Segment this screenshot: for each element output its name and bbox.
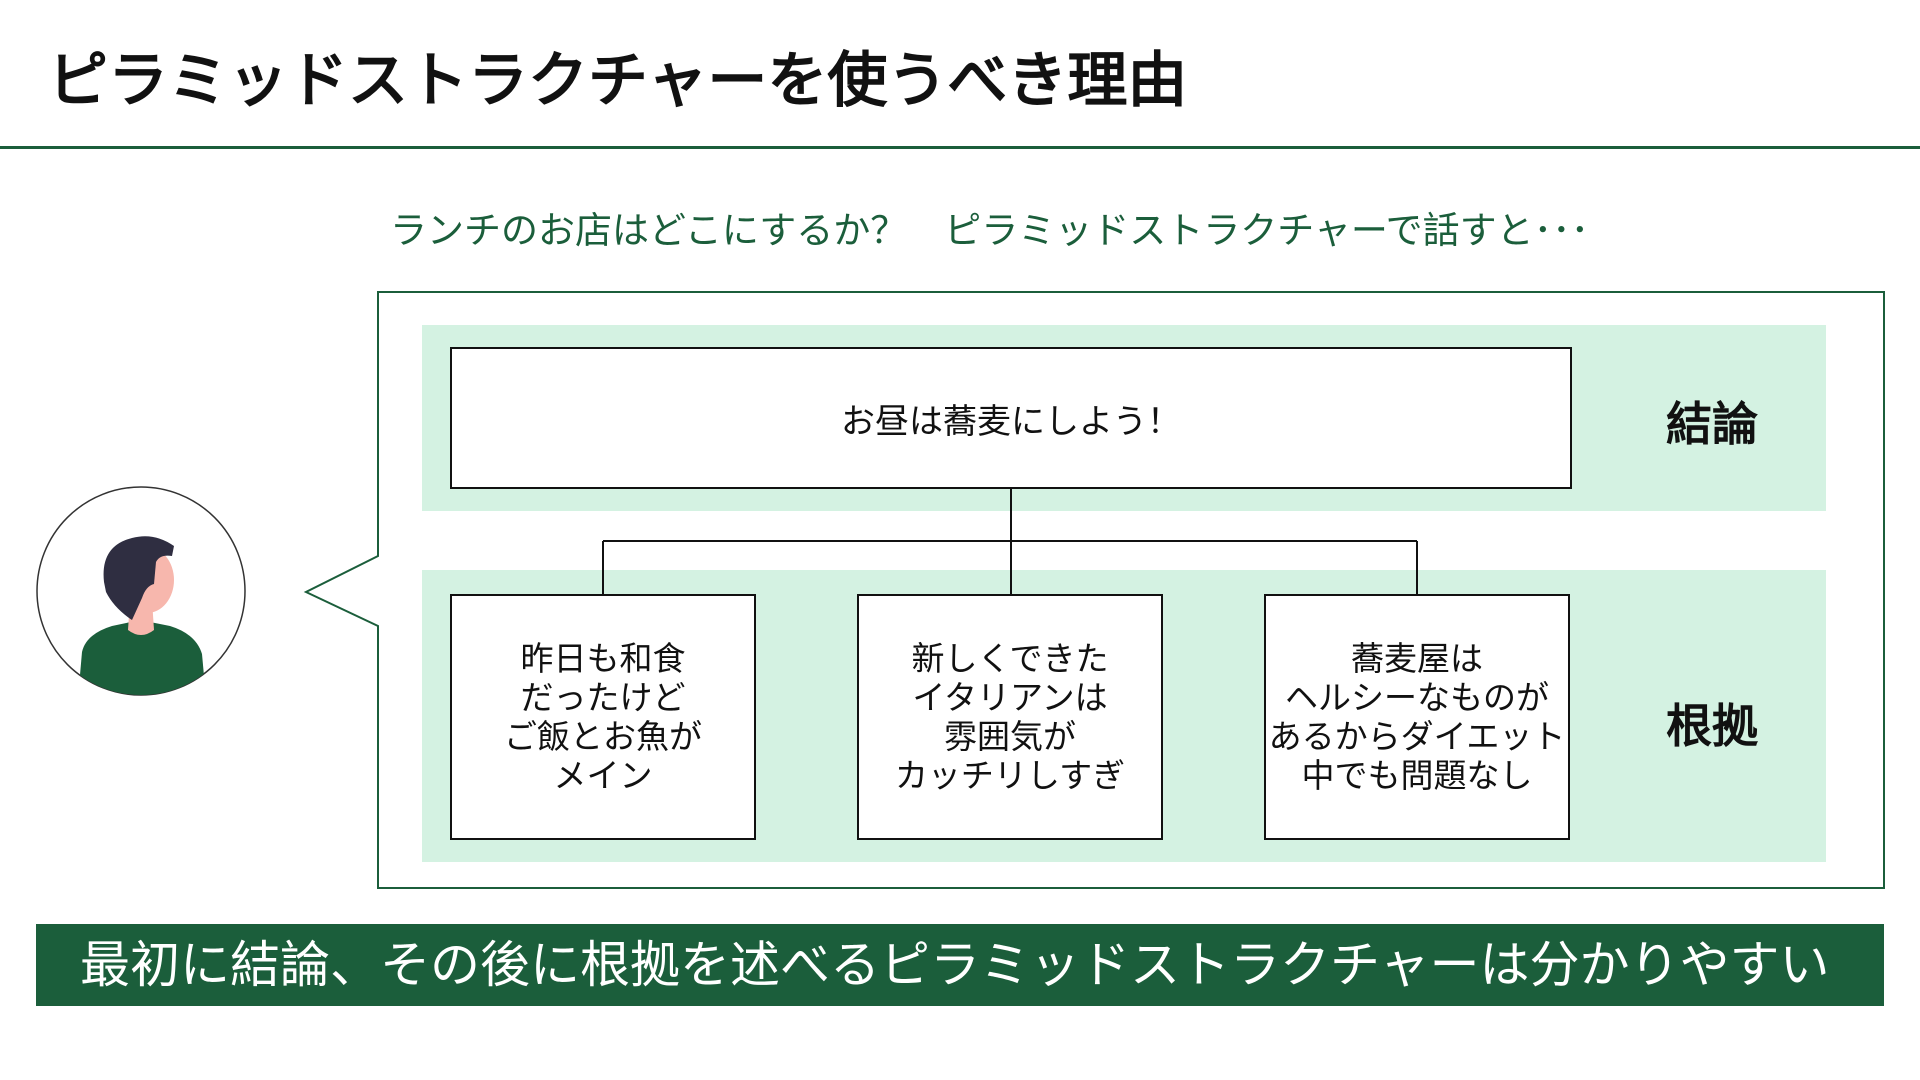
avatar-shirt <box>78 620 206 695</box>
page-title: ピラミッドストラクチャーを使うべき理由 <box>48 46 1188 116</box>
reason-box-3: 蕎麦屋は ヘルシーなものが あるからダイエット 中でも問題なし <box>1264 594 1570 840</box>
reason-box-2: 新しくできた イタリアンは 雰囲気が カッチリしすぎ <box>857 594 1163 840</box>
reasons-label: 根拠 <box>1666 699 1758 753</box>
title-divider <box>0 146 1920 149</box>
person-avatar-icon <box>36 486 246 696</box>
reason-box-1: 昨日も和食 だったけど ご飯とお魚が メイン <box>450 594 756 840</box>
footer-message: 最初に結論、その後に根拠を述べるピラミッドストラクチャーは分かりやすい <box>36 924 1884 1006</box>
avatar-hair <box>103 536 174 620</box>
conclusion-label: 結論 <box>1666 397 1758 451</box>
conclusion-box: お昼は蕎麦にしよう！ <box>450 347 1572 489</box>
scenario-question: ランチのお店はどこにするか？ ピラミッドストラクチャーで話すと･･･ <box>390 209 1590 252</box>
